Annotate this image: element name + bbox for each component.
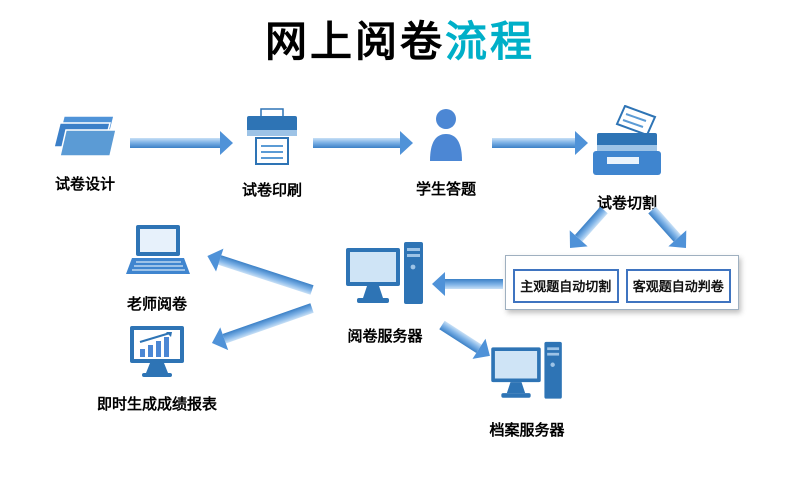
papers-icon (25, 112, 145, 165)
objective-box: 客观题自动判卷 (625, 268, 731, 303)
node-score-report: 即时生成成绩报表 (87, 324, 227, 414)
node-label: 老师阅卷 (126, 296, 187, 313)
node-label: 学生答题 (415, 181, 476, 198)
arrow-answer-to-cut (492, 131, 588, 155)
node-paper-design: 试卷设计 (25, 112, 145, 194)
node-paper-cut: 试卷切割 (567, 104, 687, 213)
printer-icon (212, 108, 332, 171)
subjective-box: 主观题自动切割 (513, 268, 619, 303)
page-title: 网上阅卷流程 (0, 8, 800, 69)
arrow-cut-to-objective (643, 202, 695, 257)
arrow-box-to-marking-server (432, 272, 503, 296)
laptop-icon (97, 224, 217, 285)
arrow-server-to-teacher (203, 244, 316, 302)
node-archive-server: 档案服务器 (467, 340, 587, 440)
title-accent: 流程 (445, 18, 536, 65)
auto-process-box: 主观题自动切割 客观题自动判卷 (505, 255, 739, 310)
node-student-answer: 学生答题 (386, 108, 506, 199)
scanner-icon (567, 104, 687, 184)
node-label: 试卷切割 (596, 195, 657, 212)
node-label: 档案服务器 (489, 422, 565, 439)
subjective-label: 主观题自动切割 (520, 279, 612, 294)
arrow-design-to-print (130, 131, 233, 155)
node-label: 即时生成成绩报表 (96, 396, 217, 413)
objective-label: 客观题自动判卷 (632, 279, 724, 294)
title-main: 网上阅卷 (264, 18, 445, 65)
node-teacher-marking: 老师阅卷 (97, 224, 217, 314)
node-label: 试卷设计 (54, 176, 115, 193)
arrow-print-to-answer (313, 131, 413, 155)
server-icon (325, 240, 445, 317)
arrow-server-to-archive (435, 315, 497, 366)
report-chart-icon (87, 324, 227, 385)
node-paper-print: 试卷印刷 (212, 108, 332, 200)
arrow-server-to-report (207, 297, 316, 355)
node-label: 试卷印刷 (241, 182, 302, 199)
node-label: 阅卷服务器 (347, 328, 423, 345)
archive-server-icon (467, 340, 587, 411)
node-marking-server: 阅卷服务器 (325, 240, 445, 346)
student-icon (386, 108, 506, 170)
